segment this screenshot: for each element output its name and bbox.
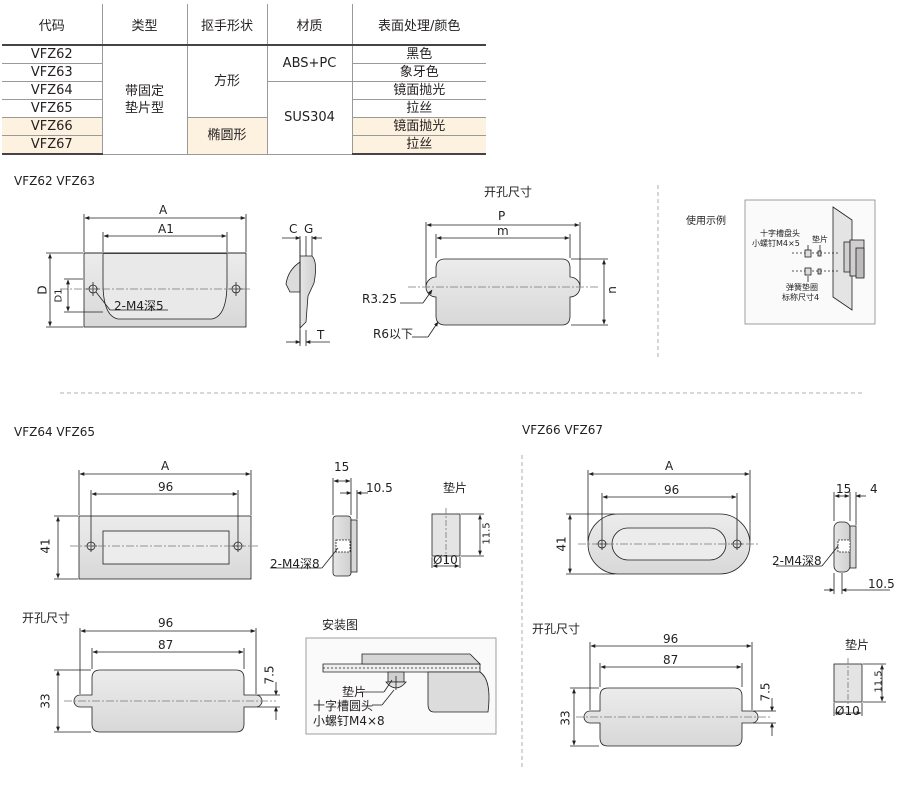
finish-cell: 象牙色 — [351, 63, 486, 82]
vfz66-cutout-view — [570, 642, 776, 747]
table-row: VFZ62 带固定 垫片型 方形 ABS+PC 黑色 — [2, 44, 486, 155]
table-row: VFZ63 象牙色 — [2, 63, 486, 82]
dim-c-label: C — [289, 222, 298, 236]
shape-oval-cell: 椭圆形 — [186, 117, 268, 155]
hole-spec-label: 2-M4深5 — [114, 299, 164, 313]
vfz66-dim-41: 41 — [554, 536, 569, 552]
type-line-2: 垫片型 — [124, 100, 164, 116]
vfz62-side-view — [282, 236, 330, 346]
spec-table: 代码 类型 抠手形状 材质 表面处理/颜色 VFZ62 带固定 垫片型 方形 A… — [2, 4, 486, 155]
vfz64-hole-label: 2-M4深8 — [270, 557, 320, 571]
vfz64-front-view — [54, 470, 258, 580]
table-row: VFZ66 椭圆形 镜面抛光 — [2, 117, 486, 155]
installation-screw-line1: 十字槽圆头 — [313, 699, 374, 713]
vfz64-side-view — [270, 478, 368, 577]
vfz66-washer-dia: Ø10 — [835, 704, 860, 718]
usage-washer-label: 垫片 — [812, 235, 828, 244]
code-cell: VFZ66 — [2, 117, 103, 136]
cutout-title-2: 开孔尺寸 — [22, 611, 71, 625]
dim-t-label: T — [317, 328, 325, 342]
usage-screw-line1: 十字槽盘头 — [760, 229, 800, 238]
vfz64-dim-105: 10.5 — [366, 481, 393, 495]
usage-spring-line1: 弹簧垫圈 — [786, 283, 818, 292]
vfz66-dim-15: 15 — [836, 482, 852, 496]
code-cell: VFZ63 — [2, 63, 103, 82]
vfz62-cutout-view — [400, 222, 608, 338]
table-row: VFZ64 SUS304 镜面抛光 — [2, 81, 486, 155]
table-row: VFZ67 拉丝 — [2, 135, 486, 155]
dim-n-label: n — [604, 286, 619, 294]
vfz64-washer-view — [431, 508, 484, 568]
vfz66-washer-title: 垫片 — [845, 638, 870, 652]
vfz64-washer-title: 垫片 — [443, 481, 468, 495]
usage-spring-line2: 标称尺寸4 — [782, 293, 820, 302]
section-title-vfz66: VFZ66 VFZ67 — [522, 423, 604, 437]
vfz64-washer-dia: Ø10 — [433, 553, 458, 567]
radius-6-label: R6以下 — [373, 327, 413, 341]
vfz64-cutout-view — [54, 628, 280, 733]
vfz66-side-view — [776, 492, 890, 594]
material-sus-cell: SUS304 — [266, 81, 353, 155]
installation-washer-label: 垫片 — [342, 685, 367, 699]
table-header-row: 代码 类型 抠手形状 材质 表面处理/颜色 — [2, 4, 486, 46]
vfz66-cut-96: 96 — [663, 632, 679, 646]
finish-cell: 镜面抛光 — [351, 81, 486, 100]
vfz66-dim-105: 10.5 — [868, 577, 895, 591]
vfz66-cut-75: 7.5 — [758, 682, 773, 702]
vfz64-cut-87: 87 — [158, 638, 174, 652]
installation-screw-line2: 小螺钉M4×8 — [313, 714, 385, 728]
vfz62-front-view — [46, 214, 250, 328]
vfz64-dim-15: 15 — [334, 460, 350, 474]
usage-screw-line2: 小螺钉M4×5 — [752, 239, 800, 248]
vfz66-front-view — [566, 470, 760, 575]
dim-m-label: m — [497, 224, 509, 238]
section-title-vfz62: VFZ62 VFZ63 — [14, 174, 96, 188]
vfz66-cut-87: 87 — [663, 653, 679, 667]
type-cell: 带固定 垫片型 — [101, 44, 188, 155]
material-abs-cell: ABS+PC — [266, 44, 353, 82]
installation-title: 安装图 — [322, 618, 359, 632]
vfz64-washer-height: 11.5 — [481, 522, 493, 545]
code-cell: VFZ67 — [2, 135, 103, 155]
vfz64-dim-96: 96 — [158, 480, 174, 494]
vfz66-cut-33: 33 — [558, 710, 573, 726]
vfz66-hole-label: 2-M4深8 — [772, 554, 822, 568]
vfz66-dim-a: A — [665, 459, 674, 473]
section-title-vfz64: VFZ64 VFZ65 — [14, 425, 96, 439]
vfz64-dim-41: 41 — [38, 538, 53, 554]
dim-d1-label: D1 — [53, 288, 65, 303]
cutout-title-1: 开孔尺寸 — [484, 185, 533, 199]
header-material: 材质 — [266, 4, 353, 46]
dim-a-label: A — [159, 203, 168, 217]
dim-p-label: P — [498, 209, 506, 223]
dim-d-label: D — [35, 285, 50, 295]
code-cell: VFZ65 — [2, 99, 103, 118]
vfz66-dim-4: 4 — [870, 482, 878, 496]
cutout-title-3: 开孔尺寸 — [532, 622, 581, 636]
type-line-1: 带固定 — [124, 83, 164, 99]
usage-example-box — [744, 199, 876, 325]
installation-view — [305, 637, 497, 735]
dim-a1-label: A1 — [158, 222, 174, 236]
vfz64-cut-96: 96 — [158, 616, 174, 630]
vfz64-cut-33: 33 — [38, 693, 53, 709]
vfz66-washer-view — [833, 658, 886, 716]
finish-cell: 镜面抛光 — [351, 117, 486, 136]
vfz66-washer-height: 11.5 — [873, 670, 885, 693]
vfz64-dim-a: A — [161, 459, 170, 473]
usage-title: 使用示例 — [686, 216, 726, 227]
shape-square-cell: 方形 — [186, 44, 268, 118]
radius-325-label: R3.25 — [362, 292, 398, 306]
vfz64-cut-75: 7.5 — [262, 665, 277, 685]
dim-g-label: G — [304, 222, 314, 236]
header-finish: 表面处理/颜色 — [351, 4, 486, 46]
header-code: 代码 — [2, 4, 103, 46]
finish-cell: 拉丝 — [351, 135, 486, 155]
vfz66-dim-96: 96 — [664, 483, 680, 497]
